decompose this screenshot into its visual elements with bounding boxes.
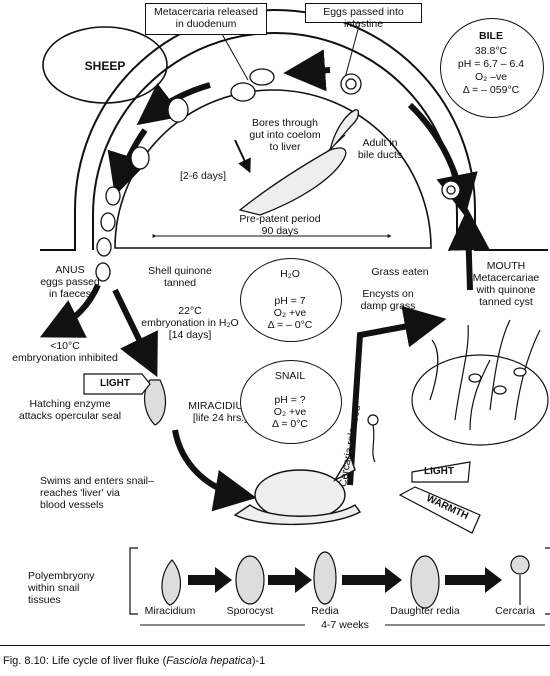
warmth-arrow	[398, 486, 481, 534]
light-arrow-1	[83, 373, 151, 395]
h2o-delta: Δ = – 0°C	[267, 319, 313, 331]
caption-species: Fasciola hepatica	[166, 655, 252, 667]
leader-duodenum	[221, 33, 249, 81]
grass-pond-illustration	[411, 319, 549, 446]
cycle-arrows	[39, 49, 490, 512]
embryonation-22-label: 22°C embryonation in H₂O [14 days]	[141, 305, 239, 341]
mouth-label: MOUTH Metacercariae with quinone tanned …	[472, 260, 540, 308]
arrow-left	[107, 128, 148, 197]
eggs	[95, 68, 461, 282]
cercaria-sketch	[367, 414, 379, 463]
caption-prefix: Fig. 8.10: Life cycle of liver fluke (	[3, 655, 167, 667]
grass-eaten-label: Grass eaten	[371, 266, 429, 278]
h2o-ph: pH = 7	[274, 295, 306, 307]
larval-stages	[143, 379, 530, 609]
bile-o2: O₂ –ve	[474, 71, 508, 83]
h2o-title: H₂O	[280, 268, 300, 280]
duodenum-label: Metacercaria released in duodenum	[154, 6, 258, 30]
miracidium-sketch	[143, 379, 167, 426]
snail-title: SNAIL	[274, 370, 306, 382]
arrow-to-grass	[347, 305, 447, 486]
arrow-up-mouth	[447, 208, 490, 291]
snail-ph: pH = ?	[274, 394, 306, 406]
arrow-top	[283, 49, 331, 92]
arrow-to-snail	[172, 429, 257, 512]
arrow-anus-out	[39, 283, 101, 338]
shell-label: Shell quinone tanned	[148, 265, 212, 289]
hatching-label: Hatching enzyme attacks opercular seal	[18, 398, 122, 422]
days-2-6-label: [2-6 days]	[179, 170, 227, 182]
snail-ellipse	[240, 360, 342, 444]
bores-label: Bores through gut into coelom to liver	[249, 117, 321, 153]
figure-caption: Fig. 8.10: Life cycle of liver fluke (Fa…	[3, 655, 543, 667]
bile-title: BILE	[479, 30, 503, 42]
arrow-top-left	[136, 82, 211, 126]
encysts-label: Encysts on damp grass	[360, 288, 416, 312]
light-label-1: LIGHT	[100, 378, 130, 389]
weeks-label: 4-7 weeks	[305, 619, 385, 631]
stage-redia: Redia	[311, 605, 339, 617]
sheep-label: SHEEP	[84, 59, 126, 73]
light-arrow-2	[411, 461, 471, 483]
adult-label: Adult in bile ducts	[357, 137, 403, 161]
stage-arrows	[188, 567, 502, 593]
bile-delta: Δ = – 059°C	[462, 84, 520, 96]
stage-sporocyst: Sporocyst	[226, 605, 274, 617]
swims-label: Swims and enters snail– reaches 'liver' …	[40, 475, 154, 511]
h2o-ellipse	[240, 258, 342, 342]
arrow-to-miracidium	[112, 288, 158, 378]
stage-daughter-redia: Daughter redia	[390, 605, 460, 617]
caption-rule	[0, 645, 550, 646]
adult-fluke-illustration	[238, 109, 360, 216]
arrow-bores	[234, 139, 251, 174]
leader-eggs	[344, 21, 361, 79]
sheep-ellipse	[42, 26, 168, 104]
stage-miracidium: Miracidium	[144, 605, 196, 617]
caption-suffix: )-1	[251, 655, 266, 667]
light-label-2: LIGHT	[424, 466, 454, 477]
bile-ph: pH = 6.7 – 6.4	[457, 58, 525, 70]
bile-temp: 38.8°C	[474, 45, 508, 57]
snail-illustration	[233, 453, 362, 526]
stage-cercaria: Cercaria	[495, 605, 535, 617]
eggs-intestine-label: Eggs passed into intestine	[323, 6, 404, 30]
duodenum-box	[145, 3, 267, 35]
snail-o2: O₂ +ve	[273, 406, 307, 418]
h2o-o2: O₂ +ve	[273, 307, 307, 319]
prepatent-label: Pre-patent period 90 days	[239, 213, 321, 237]
lt10-label: <10°C embryonation inhibited	[12, 340, 118, 364]
snail-delta: Δ = 0°C	[271, 418, 309, 430]
bile-ellipse	[440, 18, 544, 118]
polyembryony-label: Polyembryony within snail tissues	[28, 570, 95, 606]
anus-label: ANUS eggs passed in faeces	[40, 264, 100, 300]
eggs-intestine-box	[305, 3, 422, 23]
